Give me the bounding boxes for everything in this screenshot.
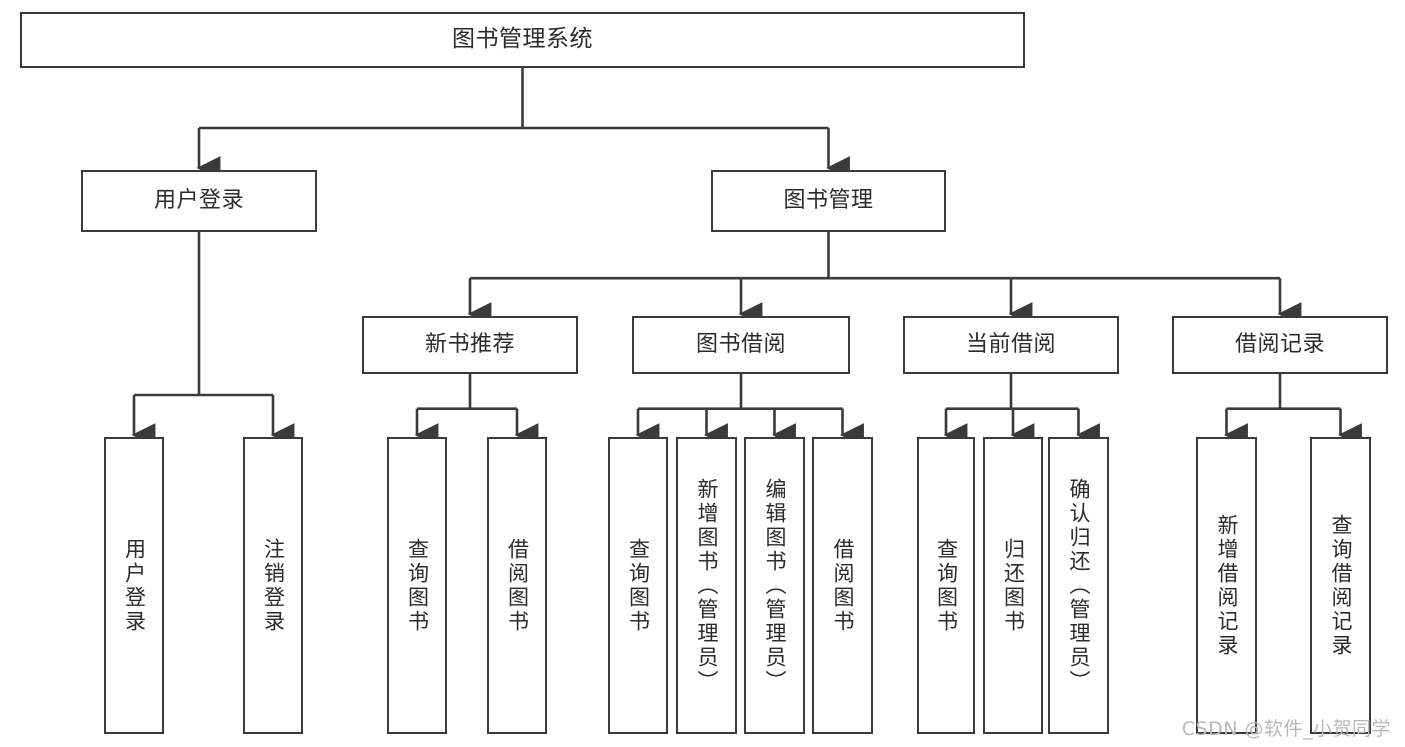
node-label: 当前借阅	[965, 332, 1056, 358]
node-label: 查询借阅记录	[1329, 513, 1353, 658]
node-label: 借阅图书	[831, 537, 855, 634]
node-leaf-add-book[interactable]: 新增图书（管理员）	[676, 437, 737, 734]
node-label: 图书管理系统	[452, 26, 593, 53]
node-label: 查询图书	[934, 537, 959, 634]
node-leaf-query-book-2[interactable]: 查询图书	[608, 437, 668, 734]
node-label: 图书借阅	[695, 332, 786, 358]
node-book-borrow[interactable]: 图书借阅	[632, 316, 850, 374]
node-leaf-user-logout[interactable]: 注销登录	[243, 437, 303, 734]
node-leaf-confirm-return[interactable]: 确认归还（管理员）	[1048, 437, 1109, 734]
node-borrow-record[interactable]: 借阅记录	[1172, 316, 1388, 374]
node-leaf-add-record[interactable]: 新增借阅记录	[1196, 437, 1257, 734]
node-book-mgmt[interactable]: 图书管理	[711, 170, 946, 232]
node-label: 注销登录	[261, 537, 286, 634]
node-new-book-rec[interactable]: 新书推荐	[362, 316, 578, 374]
node-label: 用户登录	[122, 537, 147, 634]
node-label: 查询图书	[626, 537, 651, 634]
node-label: 确认归还（管理员）	[1067, 477, 1091, 694]
node-leaf-edit-book[interactable]: 编辑图书（管理员）	[744, 437, 805, 734]
node-current-borrow[interactable]: 当前借阅	[903, 316, 1119, 374]
node-leaf-query-record[interactable]: 查询借阅记录	[1310, 437, 1371, 734]
node-leaf-return-book[interactable]: 归还图书	[983, 437, 1043, 734]
node-label: 借阅记录	[1234, 332, 1325, 358]
node-label: 查询图书	[405, 537, 430, 634]
node-label: 新书推荐	[424, 332, 515, 358]
node-leaf-borrow-book-2[interactable]: 借阅图书	[812, 437, 873, 734]
node-label: 新增借阅记录	[1215, 513, 1239, 658]
node-leaf-query-book-3[interactable]: 查询图书	[917, 437, 975, 734]
node-label: 图书管理	[783, 188, 874, 214]
node-leaf-query-book-1[interactable]: 查询图书	[387, 437, 447, 734]
node-leaf-user-login[interactable]: 用户登录	[104, 437, 164, 734]
node-label: 用户登录	[153, 188, 244, 214]
node-label: 归还图书	[1001, 537, 1026, 634]
node-leaf-borrow-book-1[interactable]: 借阅图书	[487, 437, 547, 734]
node-user-login[interactable]: 用户登录	[81, 170, 317, 232]
node-root[interactable]: 图书管理系统	[20, 12, 1025, 68]
node-label: 编辑图书（管理员）	[763, 477, 787, 694]
node-label: 借阅图书	[505, 537, 530, 634]
watermark-text: CSDN @软件_小贺同学	[1181, 718, 1391, 740]
node-label: 新增图书（管理员）	[695, 477, 719, 694]
